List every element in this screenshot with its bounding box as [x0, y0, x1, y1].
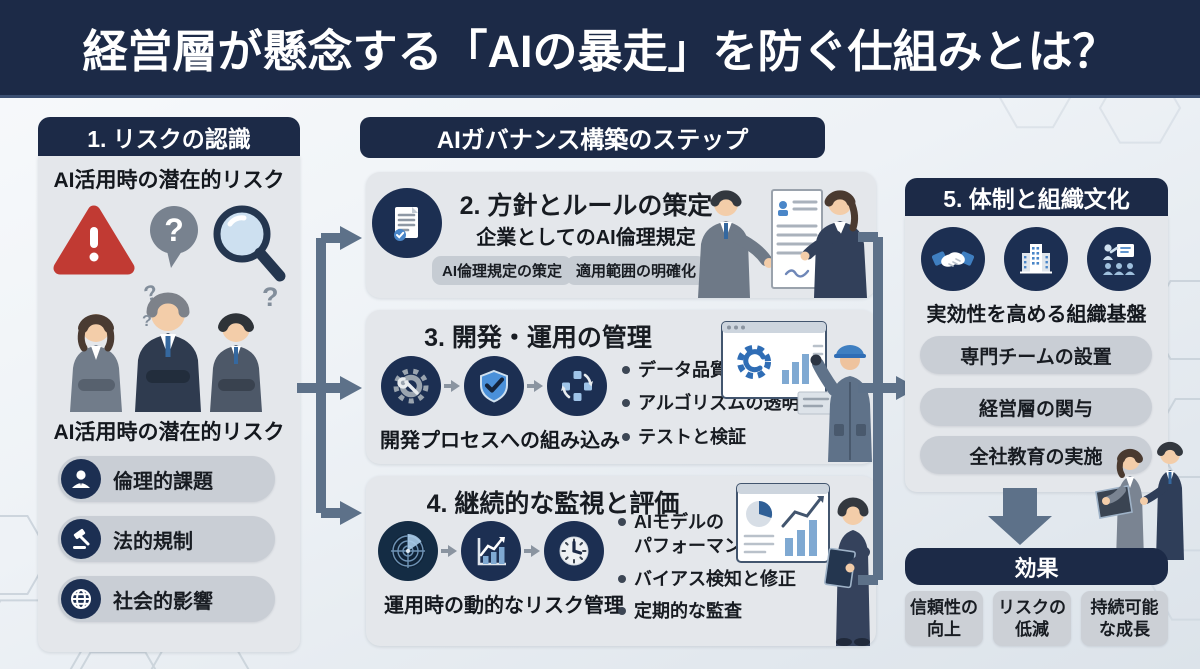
bullet-label: 定期的な監査 [634, 600, 742, 621]
org-item-management: 経営層の関与 [920, 388, 1152, 426]
org-item-label: 全社教育の実施 [969, 446, 1103, 468]
page-title: 経営層が懸念する「AIの暴走」を防ぐ仕組みとは？ [82, 26, 1118, 77]
businessperson-icon [61, 459, 101, 499]
bullet-item: 定期的な監査 [618, 599, 858, 623]
steps-header: AIガバナンス構築のステップ [360, 117, 825, 158]
org-panel-header-label: 5. 体制と組織文化 [943, 186, 1130, 212]
down-arrow [988, 488, 1052, 545]
effects-bar: 効果 [905, 548, 1168, 585]
gavel-icon [61, 519, 101, 559]
bullet-dot [622, 432, 630, 441]
shield-check-icon [464, 356, 524, 416]
risk-item-social: 社会的影響 [58, 576, 275, 622]
globe-icon [61, 579, 101, 619]
risk-panel-header: 1. リスクの認識 [38, 117, 300, 156]
bullet-dot [622, 399, 630, 408]
bullet-item: バイアス検知と修正 [618, 567, 858, 591]
radar-icon [378, 521, 438, 581]
risk-item-label: 社会的影響 [113, 590, 213, 613]
magnifier-icon [213, 205, 286, 282]
step2-tag: AI倫理規定の策定 [432, 256, 573, 285]
organization-building-icon [1004, 227, 1068, 291]
bullet-label: テストと検証 [638, 426, 746, 447]
step2-tag: 適用範囲の明確化 [566, 256, 707, 285]
branch-arrows [297, 226, 362, 525]
bullet-dot [622, 366, 630, 374]
training-icon [1087, 227, 1151, 291]
process-cycle-icon [547, 356, 607, 416]
flow-arrow-icon [444, 380, 460, 392]
step2-subtitle: 企業としてのAI倫理規定 [476, 227, 696, 249]
question-bubble-icon: ? [150, 206, 198, 268]
org-caption: 実効性を高める組織基盤 [926, 304, 1147, 326]
effect-box-reliability: 信頼性の 向上 [905, 591, 983, 646]
effect-box-sustainable-growth: 持続可能 な成長 [1081, 591, 1168, 646]
risk-item-ethics: 倫理的課題 [58, 456, 275, 502]
risk-bottom-caption: AI活用時の潜在的リスク [53, 421, 285, 444]
step3-caption: 開発プロセスへの組み込み [380, 430, 620, 452]
effect-box-risk-reduction: リスクの 低減 [993, 591, 1071, 646]
steps-header-label: AIガバナンス構築のステップ [436, 127, 749, 154]
bullet-item: テストと検証 [622, 425, 852, 449]
step2-title: 2. 方針とルールの策定 [459, 192, 713, 220]
svg-text:?: ? [142, 313, 152, 330]
step3-illustration [721, 321, 872, 462]
gear-wrench-icon [381, 356, 441, 416]
org-people-illustration [1095, 441, 1184, 560]
step2-illustration [698, 189, 867, 298]
risk-item-label: 倫理的課題 [113, 470, 213, 493]
bullet-dot [618, 574, 626, 583]
svg-text:?: ? [164, 212, 184, 248]
risk-illustration: ? ? ? [53, 205, 286, 412]
policy-document-icon [372, 188, 442, 258]
handshake-icon [921, 227, 985, 291]
risk-item-label: 法的規制 [113, 530, 193, 553]
trend-chart-icon [461, 521, 521, 581]
org-item-label: 経営層の関与 [978, 398, 1093, 420]
title-bar: 経営層が懸念する「AIの暴走」を防ぐ仕組みとは？ [0, 0, 1200, 98]
warning-triangle-icon [53, 205, 135, 275]
svg-text:?: ? [262, 282, 279, 312]
effects-header-label: 効果 [1014, 555, 1059, 581]
clock-icon [544, 521, 604, 581]
org-panel-header: 5. 体制と組織文化 [905, 178, 1168, 216]
step4-illustration [736, 483, 870, 646]
flow-arrow-icon [527, 380, 543, 392]
merge-arrows [858, 232, 918, 585]
step4-title: 4. 継続的な監視と評価 [426, 490, 680, 518]
bullet-dot [618, 606, 626, 615]
step3-title: 3. 開発・運用の管理 [424, 324, 652, 352]
org-item-team: 専門チームの設置 [920, 336, 1152, 374]
risk-panel-header-label: 1. リスクの認識 [87, 125, 251, 152]
flow-arrow-icon [524, 545, 540, 557]
bullet-dot [618, 518, 626, 526]
document-sheet [771, 189, 823, 289]
risk-top-caption: AI活用時の潜在的リスク [53, 169, 285, 192]
bullet-label: バイアス検知と修正 [634, 568, 796, 589]
flow-arrow-icon [441, 545, 457, 557]
org-item-label: 専門チームの設置 [960, 346, 1112, 368]
risk-item-legal: 法的規制 [58, 516, 275, 562]
worried-executives: ? [70, 292, 262, 412]
step4-caption: 運用時の動的なリスク管理 [384, 595, 624, 617]
org-item-education: 全社教育の実施 [920, 436, 1152, 474]
